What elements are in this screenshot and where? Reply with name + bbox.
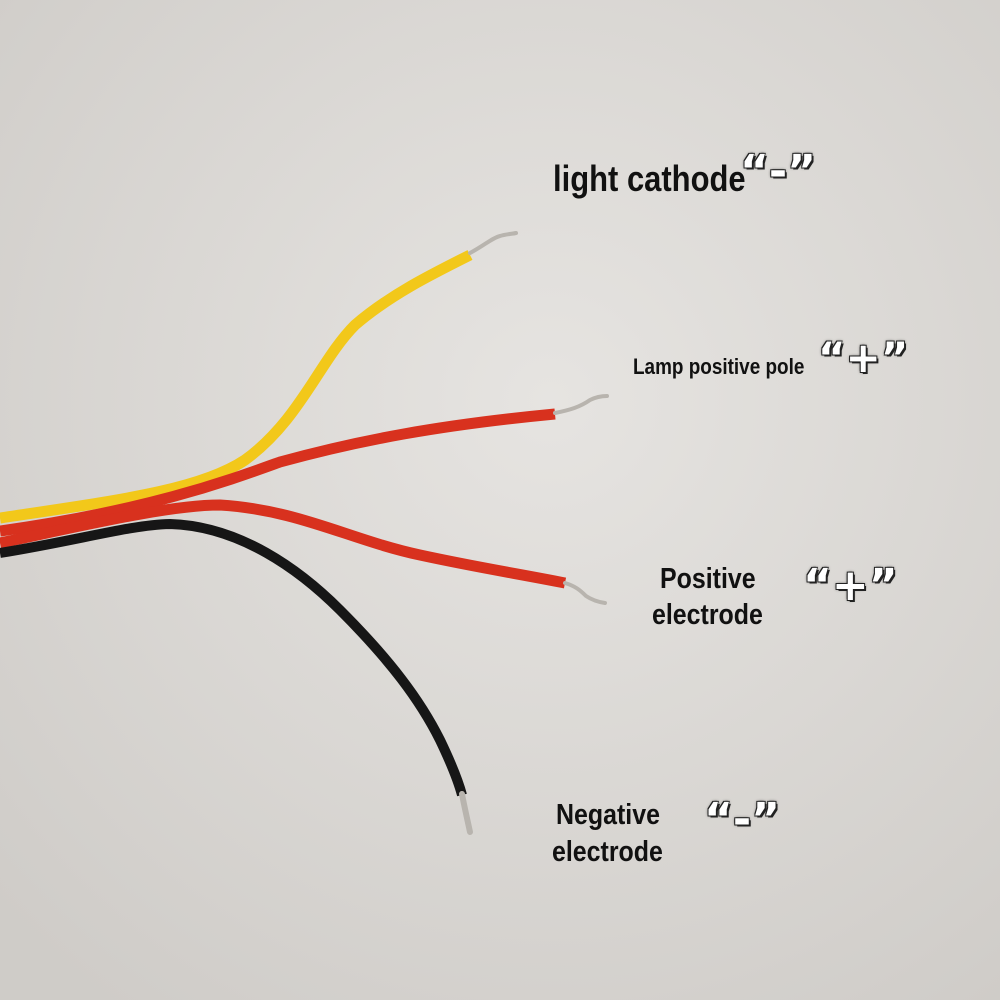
lamp-positive-symbol: “+” (818, 333, 909, 382)
positive-electrode-symbol: “+” (803, 560, 898, 611)
positive-electrode-label: Positive (660, 563, 756, 595)
yellow-wire-tip (468, 231, 518, 255)
black-wire-tip (459, 791, 473, 835)
yellow-wire (0, 250, 473, 524)
red-wire-lamp (0, 408, 556, 537)
red-wire-positive (0, 499, 567, 589)
negative-electrode-label-2: electrode (552, 836, 663, 868)
black-wire (0, 518, 467, 797)
lamp-positive-label: Lamp positive pole (633, 354, 805, 379)
light-cathode-label: light cathode (553, 158, 746, 199)
positive-electrode-label-2: electrode (652, 599, 763, 631)
red-wire-positive-tip (563, 581, 607, 605)
red-wire-lamp-tip (553, 394, 609, 415)
light-cathode-symbol: “-” (740, 146, 817, 197)
negative-electrode-label: Negative (556, 799, 660, 831)
negative-electrode-symbol: “-” (704, 794, 781, 845)
